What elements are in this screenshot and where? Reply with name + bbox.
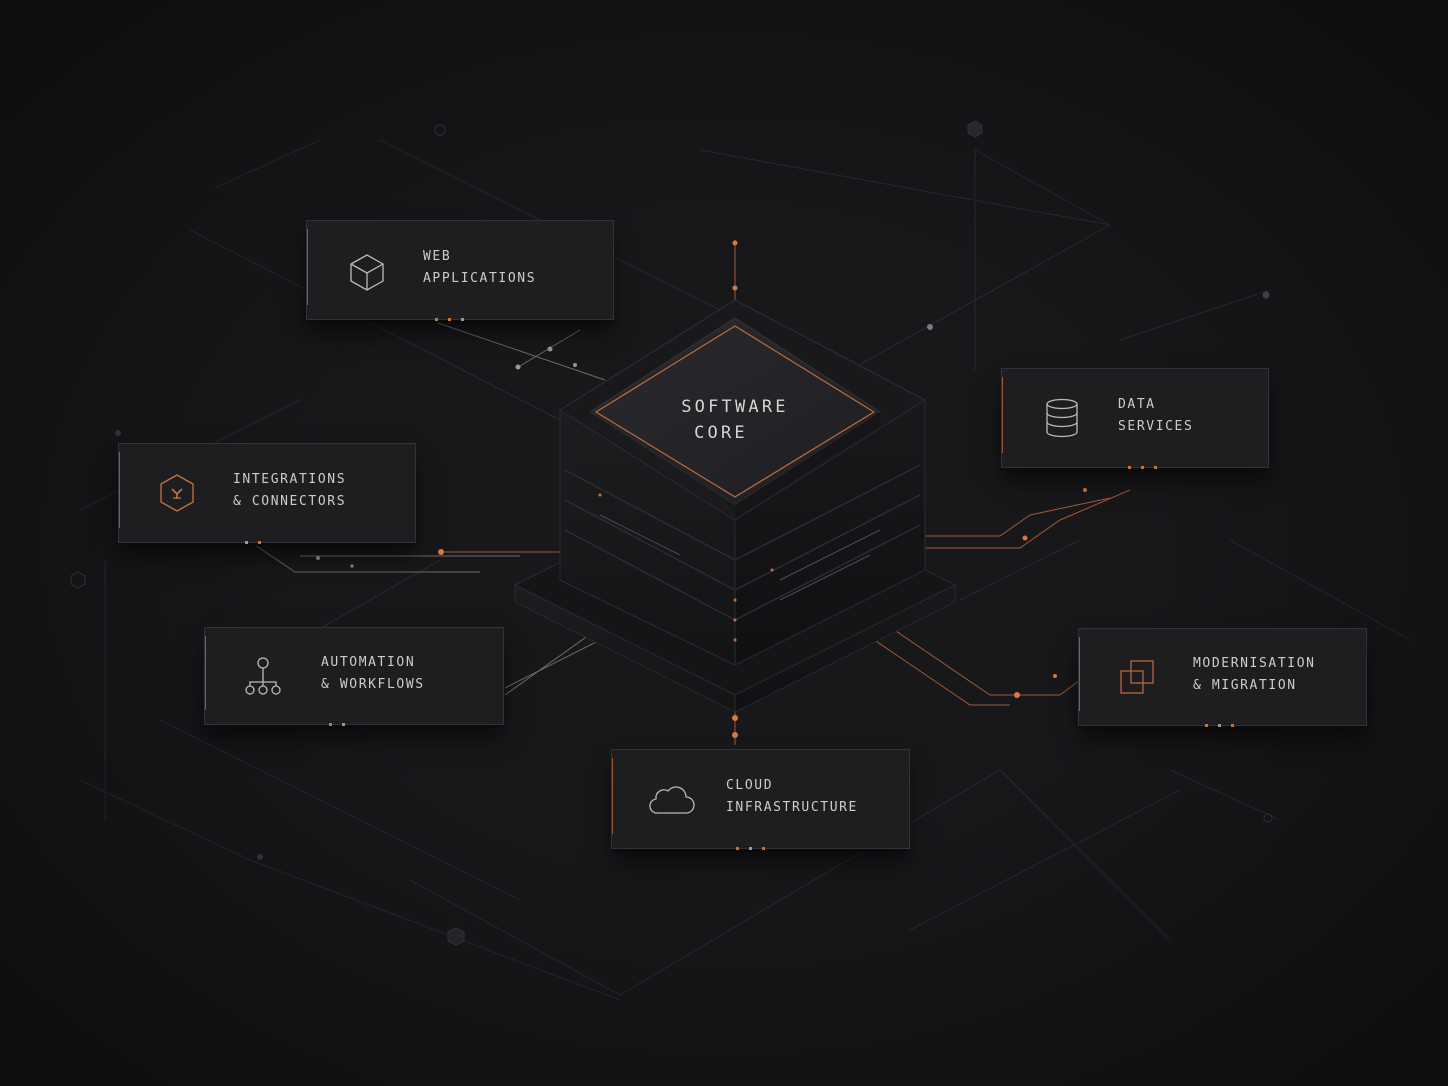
card-label-line2: INFRASTRUCTURE [726, 800, 858, 815]
card-accent [1002, 377, 1003, 453]
card-ticks [1205, 724, 1234, 727]
card-web-applications[interactable]: WEB APPLICATIONS [295, 220, 614, 339]
grid-lines [79, 139, 1411, 1001]
core-title-line2: CORE [694, 423, 748, 443]
cloud-icon [648, 779, 696, 819]
card-ticks [1128, 466, 1157, 469]
card-ticks [435, 318, 464, 321]
card-label-line2: & CONNECTORS [233, 494, 347, 509]
card-accent [307, 229, 308, 305]
card-accent [1079, 637, 1080, 711]
core-title: SOFTWARE CORE [660, 394, 810, 446]
card-label: WEB APPLICATIONS [423, 246, 536, 290]
card-integrations-connectors[interactable]: INTEGRATIONS & CONNECTORS [107, 443, 416, 562]
card-label: MODERNISATION & MIGRATION [1193, 653, 1316, 697]
card-label-line1: INTEGRATIONS [233, 472, 347, 487]
core-title-line1: SOFTWARE [681, 397, 789, 417]
workflow-tree-icon [243, 656, 283, 696]
card-ticks [245, 541, 261, 544]
card-accent [119, 452, 120, 528]
card-label-line1: WEB [423, 249, 452, 264]
card-label: AUTOMATION & WORKFLOWS [321, 652, 425, 696]
cube-icon [347, 252, 387, 292]
card-ticks [736, 847, 765, 850]
database-icon [1042, 398, 1082, 438]
card-label: INTEGRATIONS & CONNECTORS [233, 469, 346, 513]
connector-lines [254, 321, 621, 696]
card-automation-workflows[interactable]: AUTOMATION & WORKFLOWS [193, 627, 504, 744]
card-label: DATA SERVICES [1118, 394, 1193, 438]
card-cloud-infrastructure[interactable]: CLOUD INFRASTRUCTURE [600, 749, 910, 868]
card-label: CLOUD INFRASTRUCTURE [726, 775, 858, 819]
overlapping-squares-icon [1117, 657, 1157, 697]
grid-nodes [70, 120, 1273, 946]
card-label-line1: CLOUD [726, 778, 774, 793]
card-label-line2: SERVICES [1118, 419, 1194, 434]
card-accent [612, 758, 613, 834]
card-label-line2: & WORKFLOWS [321, 677, 425, 692]
hexagon-connector-icon [157, 473, 197, 513]
card-label-line2: APPLICATIONS [423, 271, 537, 286]
card-data-services[interactable]: DATA SERVICES [990, 368, 1269, 487]
card-label-line1: AUTOMATION [321, 655, 416, 670]
card-ticks [329, 723, 345, 726]
card-label-line1: MODERNISATION [1193, 656, 1316, 671]
card-modernisation-migration[interactable]: MODERNISATION & MIGRATION [1067, 628, 1367, 745]
card-label-line1: DATA [1118, 397, 1156, 412]
card-label-line2: & MIGRATION [1193, 678, 1297, 693]
core-stack [513, 299, 957, 713]
card-accent [205, 636, 206, 710]
